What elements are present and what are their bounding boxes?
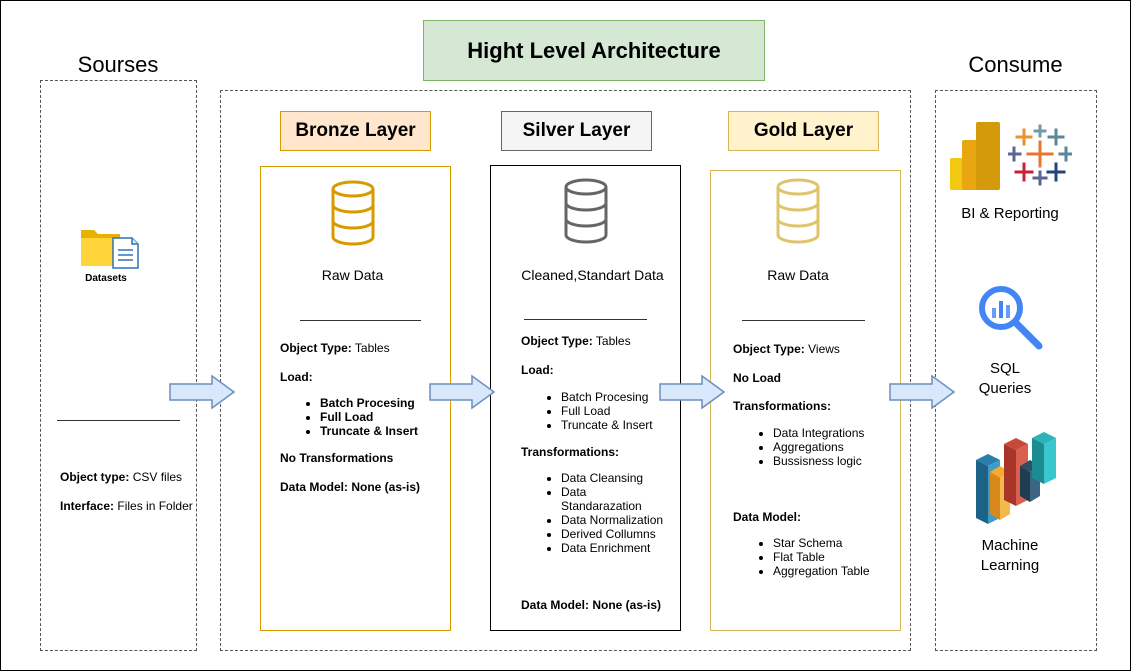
arrow-right-icon: [889, 374, 956, 410]
list-item: Flat Table: [773, 550, 903, 564]
sources-interface: Interface: Files in Folder: [60, 499, 193, 513]
bar-chart-3d-icon: [976, 432, 1056, 524]
folder-icon: [80, 226, 142, 270]
list-item: Data Integrations: [773, 426, 903, 440]
gold-divider: [742, 320, 865, 321]
silver-layer-title: Silver Layer: [501, 111, 652, 151]
gold-object-type: Object Type: Views: [733, 342, 840, 356]
gold-data-model-label: Data Model:: [733, 510, 802, 524]
list-item: Data Standarazation: [561, 485, 642, 513]
bi-reporting-label: BI & Reporting: [961, 205, 1059, 222]
list-item: Aggregations: [773, 440, 903, 454]
silver-divider: [524, 319, 647, 320]
list-item: Data Enrichment: [561, 541, 671, 555]
sql-label-line2: Queries: [978, 380, 1032, 397]
list-item: Full Load: [561, 404, 691, 418]
silver-object-type: Object Type: Tables: [521, 334, 631, 348]
datasets-label: Datasets: [85, 273, 127, 284]
list-item: Truncate & Insert: [561, 418, 691, 432]
bronze-transformations: No Transformations: [280, 451, 394, 465]
silver-load-list: Batch Procesing Full Load Truncate & Ins…: [543, 390, 691, 432]
bronze-layer-title: Bronze Layer: [280, 111, 431, 151]
gold-transformations-list: Data Integrations Aggregations Bussisnes…: [755, 426, 903, 468]
list-item: Batch Procesing: [320, 396, 460, 410]
diagram-title: Hight Level Architecture: [423, 20, 765, 81]
arrow-right-icon: [169, 374, 236, 410]
silver-subtitle: Cleaned,Standart Data: [521, 267, 664, 283]
ml-label-line1: Machine: [981, 537, 1039, 554]
list-item: Full Load: [320, 410, 460, 424]
list-item: Data Cleansing: [561, 471, 671, 485]
list-item: Bussisness logic: [773, 454, 903, 468]
gold-data-model-list: Star Schema Flat Table Aggregation Table: [755, 536, 903, 578]
bronze-data-model: Data Model: None (as-is): [280, 480, 421, 494]
silver-transformations-label: Transformations:: [521, 445, 620, 459]
sql-label-line1: SQL: [989, 360, 1020, 377]
gold-load: No Load: [733, 371, 781, 385]
list-item: Truncate & Insert: [320, 424, 460, 438]
bronze-load-label: Load:: [280, 370, 313, 384]
ml-label-line2: Learning: [980, 557, 1040, 574]
sources-container: [40, 80, 197, 651]
bronze-divider: [300, 320, 421, 321]
sources-divider: [57, 420, 180, 421]
bronze-object-type: Object Type: Tables: [280, 341, 390, 355]
list-item: Derived Collumns: [561, 527, 671, 541]
gold-layer-title: Gold Layer: [728, 111, 879, 151]
consume-container: [935, 90, 1097, 651]
list-item: Batch Procesing: [561, 390, 691, 404]
list-item: Star Schema: [773, 536, 903, 550]
bronze-load-list: Batch Procesing Full Load Truncate & Ins…: [302, 396, 460, 438]
data-warehouse-container: [220, 90, 911, 651]
list-item: Data Normalization: [561, 513, 671, 527]
sources-object-type: Object type: CSV files: [60, 470, 183, 484]
database-icon: [563, 178, 609, 249]
magnifier-icon: [979, 286, 1043, 350]
list-item: Aggregation Table: [773, 564, 903, 578]
gold-transformations-label: Transformations:: [733, 399, 832, 413]
arrow-right-icon: [429, 374, 496, 410]
silver-transformations-list: Data Cleansing Data Standarazation Data …: [543, 471, 671, 555]
database-icon: [330, 180, 376, 251]
bronze-subtitle: Raw Data: [321, 267, 384, 283]
database-icon: [775, 178, 821, 249]
consume-heading: Consume: [968, 52, 1063, 77]
arrow-right-icon: [659, 374, 726, 410]
tableau-icon: [1008, 124, 1072, 186]
silver-data-model: Data Model: None (as-is): [521, 598, 662, 612]
gold-subtitle: Raw Data: [767, 267, 829, 283]
power-bi-icon: [950, 122, 1000, 190]
sources-heading: Sourses: [77, 52, 159, 77]
silver-load-label: Load:: [521, 363, 554, 377]
